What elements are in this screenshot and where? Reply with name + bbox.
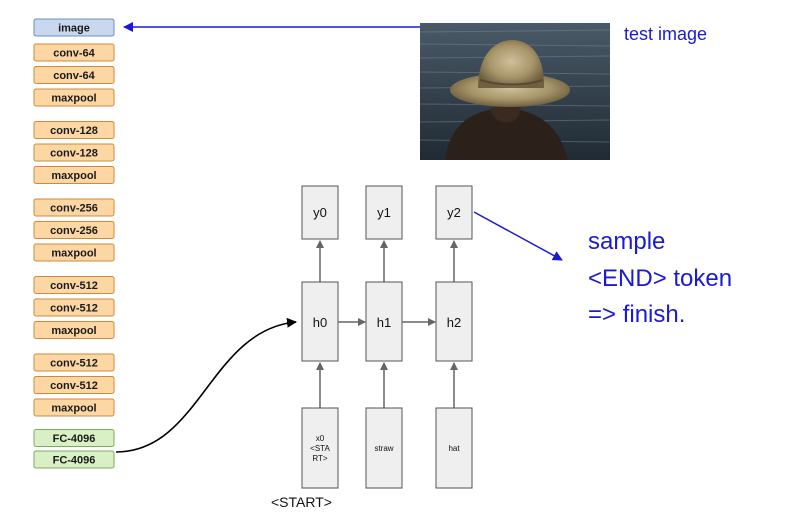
cnn-layer-box: [33, 18, 115, 37]
cnn-layer-conv: conv-256: [33, 221, 115, 239]
cnn-layer-box: [33, 298, 115, 317]
cnn-layer-label: conv-64: [53, 48, 95, 60]
input-node: [301, 407, 339, 489]
input-node-label: straw: [374, 444, 393, 453]
cnn-layer-conv: conv-512: [33, 376, 115, 394]
cnn-layer-box: [33, 43, 115, 62]
test-image-label: test image: [624, 24, 707, 44]
input-node-label: <STA: [310, 444, 330, 453]
cnn-layer-label: conv-512: [50, 280, 98, 292]
input-node-label: hat: [448, 444, 460, 453]
hidden-node: [301, 281, 339, 362]
hidden-node-label: h1: [377, 315, 391, 330]
cnn-layer-label: conv-128: [50, 125, 98, 137]
cnn-layer-label: image: [58, 23, 90, 35]
cnn-layer-conv: maxpool: [33, 166, 115, 184]
cnn-layer-box: [33, 450, 115, 469]
cnn-layer-conv: conv-64: [33, 66, 115, 84]
fc-to-h0-arrow: [115, 317, 297, 453]
output-node-label: y1: [377, 205, 391, 220]
cnn-layer-conv: conv-64: [33, 43, 115, 62]
output-node-label: y0: [313, 205, 327, 220]
cnn-layer-label: maxpool: [51, 93, 96, 105]
cnn-layer-box: [33, 429, 115, 447]
annotation-line: => finish.: [588, 301, 685, 328]
cnn-layer-label: conv-256: [50, 225, 98, 237]
output-node: [301, 185, 339, 240]
cnn-layer-label: conv-128: [50, 148, 98, 160]
cnn-layer-box: [33, 376, 115, 394]
output-node: [365, 185, 403, 240]
cnn-layer-label: maxpool: [51, 170, 96, 182]
sample-end-annotation: sample <END> token => finish.: [588, 228, 732, 328]
cnn-layer-box: [33, 321, 115, 339]
annotation-line: <END> token: [588, 265, 732, 292]
cnn-layer-conv: conv-128: [33, 121, 115, 139]
cnn-layer-stack: image conv-64 conv-64 maxpool conv-128 conv-1…: [33, 18, 115, 469]
test-image-photo: [419, 23, 611, 160]
cnn-layer-box: [33, 121, 115, 139]
input-node-label: x0: [316, 434, 325, 443]
cnn-layer-label: maxpool: [51, 248, 96, 260]
cnn-layer-conv: conv-128: [33, 143, 115, 162]
cnn-layer-label: conv-512: [50, 380, 98, 392]
cnn-layer-conv: maxpool: [33, 321, 115, 339]
sample-end-arrow: [473, 211, 563, 261]
cnn-layer-conv: conv-512: [33, 276, 115, 294]
cnn-layer-conv: conv-512: [33, 298, 115, 317]
cnn-layer-box: [33, 143, 115, 162]
output-node: [435, 185, 473, 240]
cnn-layer-label: conv-512: [50, 303, 98, 315]
cnn-layer-conv: maxpool: [33, 398, 115, 417]
start-caption: <START>: [271, 494, 332, 510]
cnn-layer-conv: conv-512: [33, 353, 115, 372]
cnn-layer-box: [33, 398, 115, 417]
cnn-layer-label: maxpool: [51, 325, 96, 337]
cnn-layer-label: conv-256: [50, 203, 98, 215]
cnn-layer-fc: FC-4096: [33, 450, 115, 469]
cnn-layer-label: maxpool: [51, 403, 96, 415]
hidden-node-label: h2: [447, 315, 461, 330]
cnn-layer-label: FC-4096: [53, 455, 96, 467]
input-node: [365, 407, 403, 489]
cnn-layer-box: [33, 353, 115, 372]
cnn-layer-box: [33, 88, 115, 107]
input-node: [435, 407, 473, 489]
cnn-layer-box: [33, 221, 115, 239]
annotation-line: sample: [588, 228, 665, 255]
cnn-layer-conv: conv-256: [33, 198, 115, 217]
cnn-layer-label: conv-512: [50, 358, 98, 370]
cnn-layer-box: [33, 166, 115, 184]
cnn-layer-conv: maxpool: [33, 243, 115, 262]
cnn-layer-input: image: [33, 18, 115, 37]
cnn-layer-label: FC-4096: [53, 433, 96, 445]
cnn-layer-label: conv-64: [53, 70, 95, 82]
hidden-node: [435, 281, 473, 362]
rnn-graph: y0 y1 y2 h0 h1 h2 x0<START> straw hat: [301, 185, 473, 489]
cnn-layer-box: [33, 66, 115, 84]
cnn-layer-box: [33, 276, 115, 294]
cnn-layer-box: [33, 198, 115, 217]
cnn-layer-box: [33, 243, 115, 262]
hidden-node-label: h0: [313, 315, 327, 330]
input-node-label: RT>: [312, 454, 328, 463]
cnn-layer-fc: FC-4096: [33, 429, 115, 447]
output-node-label: y2: [447, 205, 461, 220]
cnn-layer-conv: maxpool: [33, 88, 115, 107]
